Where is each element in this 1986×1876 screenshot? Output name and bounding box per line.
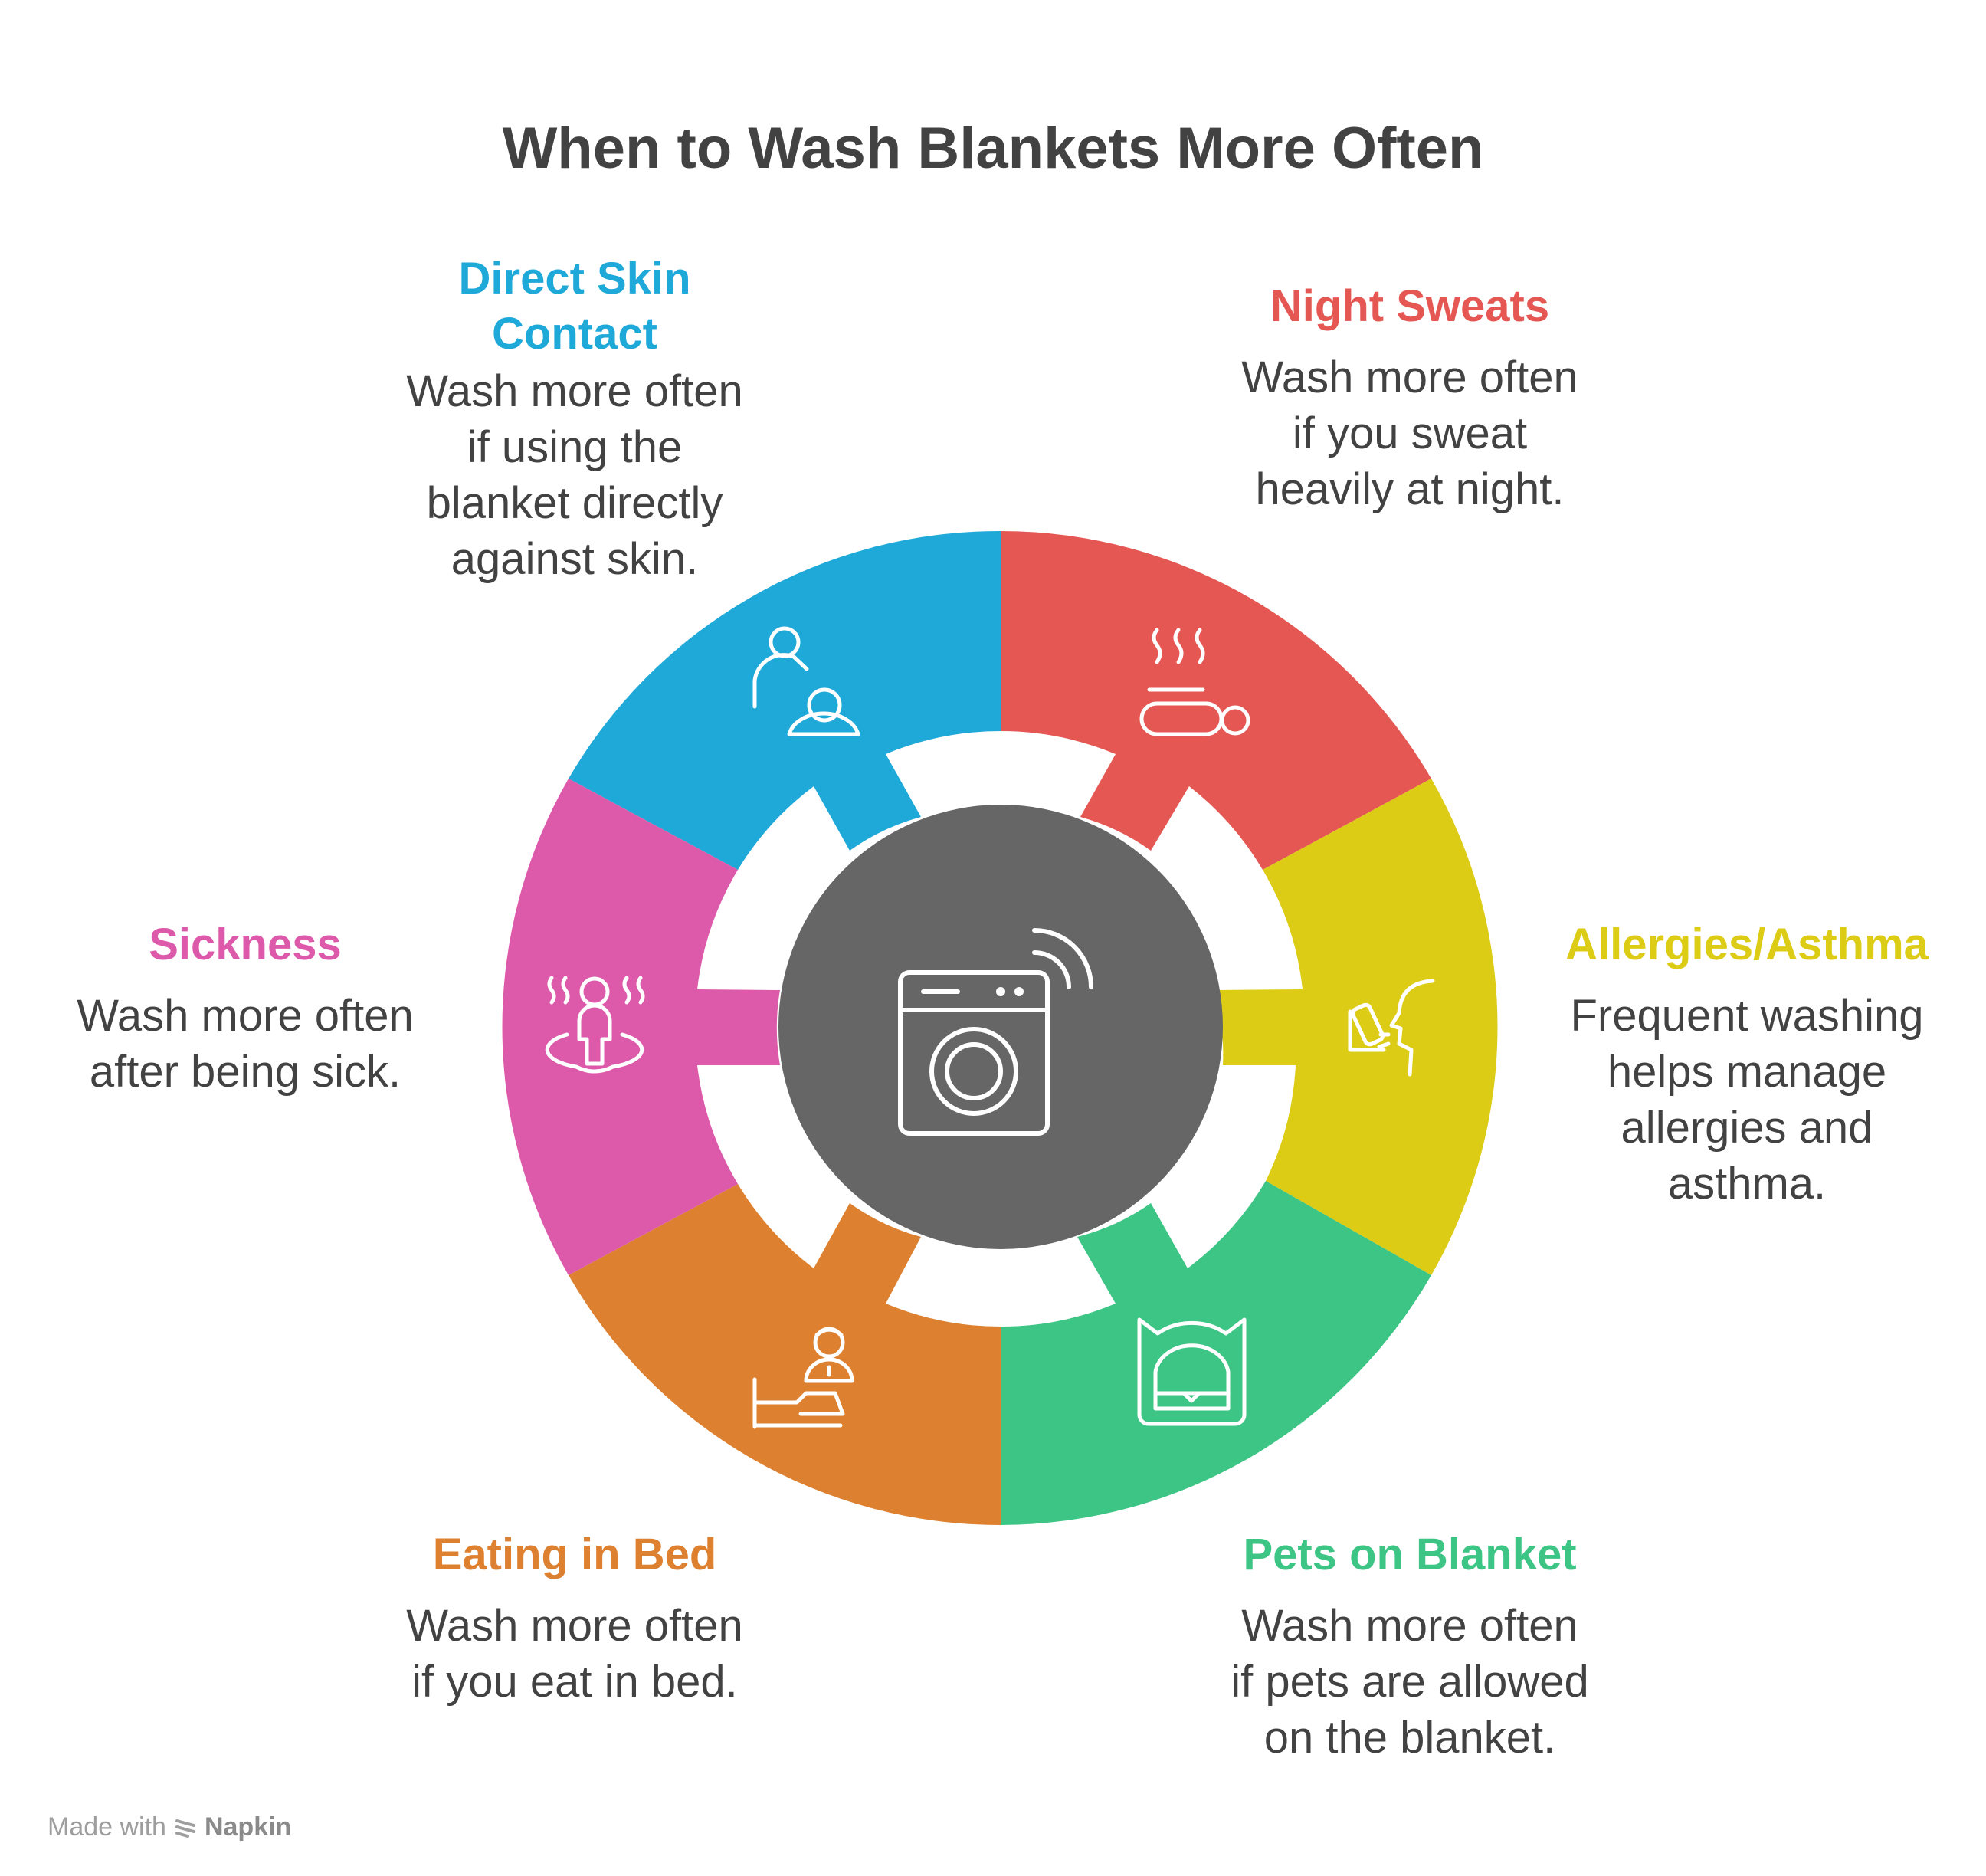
label-direct-skin-contact: Direct Skin Contact Wash more often if u… [360,251,789,587]
label-night-sweats: Night Sweats Wash more often if you swea… [1195,279,1624,517]
eating-in-bed-description: Wash more often if you eat in bed. [406,1601,743,1707]
segment-sickness [502,779,780,1275]
label-eating-in-bed: Eating in Bed Wash more often if you eat… [360,1527,789,1710]
label-pets-on-blanket: Pets on Blanket Wash more often if pets … [1195,1527,1624,1766]
center-circle [778,805,1223,1249]
sickness-description: Wash more often after being sick. [77,991,414,1097]
napkin-logo-icon [175,1819,195,1838]
sickness-title: Sickness [149,920,342,969]
label-allergies-asthma: Allergies/Asthma Frequent washing helps … [1532,917,1961,1212]
page-title: When to Wash Blankets More Often [502,116,1484,181]
segment-night-sweats [1001,531,1431,870]
parent-child-icon [752,626,860,736]
segment-allergies-asthma [1214,779,1498,1275]
inhaler-icon [1348,979,1435,1077]
allergies-asthma-description: Frequent washing helps manage allergies … [1570,991,1924,1209]
bed-meal-icon [752,1327,854,1429]
made-with-text: Made with [48,1812,166,1842]
label-sickness: Sickness Wash more often after being sic… [31,917,460,1100]
night-sweats-description: Wash more often if you sweat heavily at … [1241,353,1578,514]
segment-eating-in-bed [569,1184,1001,1526]
pets-on-blanket-description: Wash more often if pets are allowed on t… [1231,1601,1589,1763]
made-with-napkin-footer: Made with Napkin [48,1812,291,1842]
sick-person-icon [545,976,645,1074]
allergies-asthma-title: Allergies/Asthma [1565,920,1929,969]
direct-skin-contact-title: Direct Skin Contact [458,254,691,359]
napkin-brand-text: Napkin [204,1812,292,1842]
pets-on-blanket-title: Pets on Blanket [1243,1530,1577,1579]
eating-in-bed-title: Eating in Bed [432,1530,717,1579]
smart-washing-machine-icon [898,928,1093,1136]
sweating-sleeper-icon [1139,628,1250,736]
segment-direct-skin-contact [569,530,1001,870]
night-sweats-title: Night Sweats [1270,281,1550,331]
direct-skin-contact-description: Wash more often if using the blanket dir… [406,366,743,584]
pet-carrier-icon [1137,1317,1247,1426]
